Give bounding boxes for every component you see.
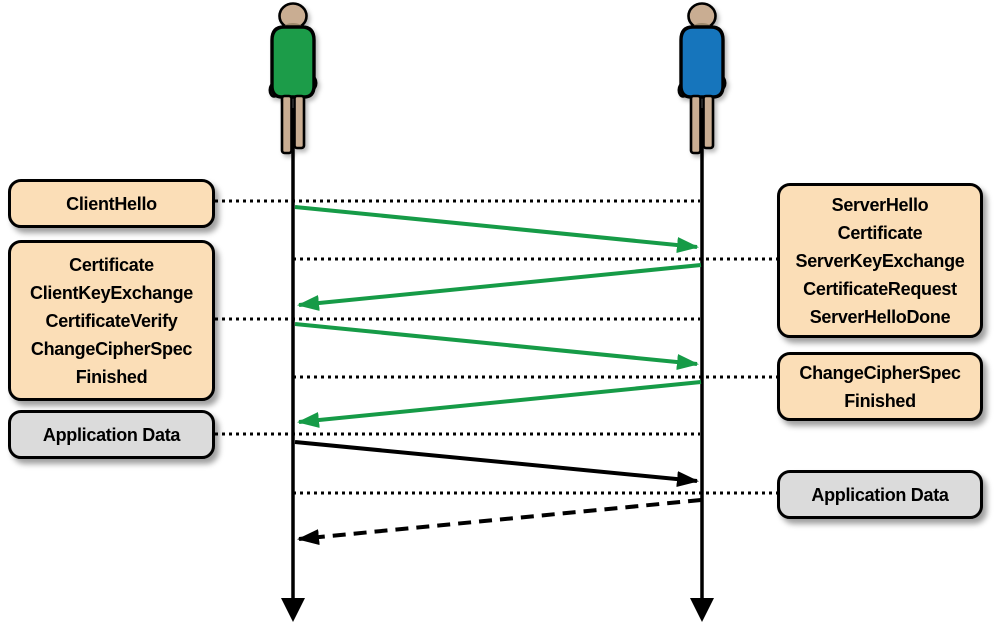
- server-right-leg: [702, 94, 715, 150]
- server-box-application-data: Application Data: [777, 470, 983, 519]
- server-box-changecipherspec-group: ChangeCipherSpec Finished: [777, 352, 983, 421]
- message-label: Application Data: [811, 484, 949, 505]
- server-tunic: [679, 25, 725, 99]
- message-label: Certificate: [837, 222, 923, 243]
- message-label: CertificateVerify: [45, 310, 178, 331]
- message-label: ChangeCipherSpec: [799, 362, 961, 383]
- message-label: CertificateRequest: [803, 278, 957, 299]
- client-right-leg: [293, 94, 306, 150]
- message-label: Application Data: [42, 424, 181, 445]
- arrow-server-appdata: [297, 498, 702, 546]
- arrow-client-certificate: [294, 322, 699, 370]
- message-label: ServerKeyExchange: [795, 250, 965, 271]
- arrow-clienthello: [294, 205, 699, 253]
- client-box-application-data: Application Data: [8, 410, 215, 459]
- client-person-figure: [268, 2, 318, 155]
- client-tunic: [270, 25, 316, 99]
- message-label: Finished: [844, 390, 916, 411]
- server-box-serverhello-group: ServerHello Certificate ServerKeyExchang…: [777, 183, 983, 338]
- message-label: ClientKeyExchange: [30, 282, 193, 303]
- client-left-leg: [280, 94, 293, 155]
- client-box-clienthello: ClientHello: [8, 179, 215, 228]
- arrow-client-appdata: [294, 440, 699, 488]
- server-person-figure: [677, 2, 727, 155]
- message-label: ChangeCipherSpec: [30, 338, 193, 359]
- client-box-certificate-group: Certificate ClientKeyExchange Certificat…: [8, 240, 215, 401]
- message-label: Certificate: [69, 254, 154, 275]
- server-left-leg: [689, 94, 702, 155]
- message-label: ServerHelloDone: [809, 306, 951, 327]
- arrow-serverhello: [297, 263, 702, 311]
- arrow-server-changecipherspec: [297, 380, 702, 428]
- message-label: ClientHello: [66, 193, 157, 214]
- message-label: Finished: [75, 366, 148, 387]
- message-label: ServerHello: [831, 194, 929, 215]
